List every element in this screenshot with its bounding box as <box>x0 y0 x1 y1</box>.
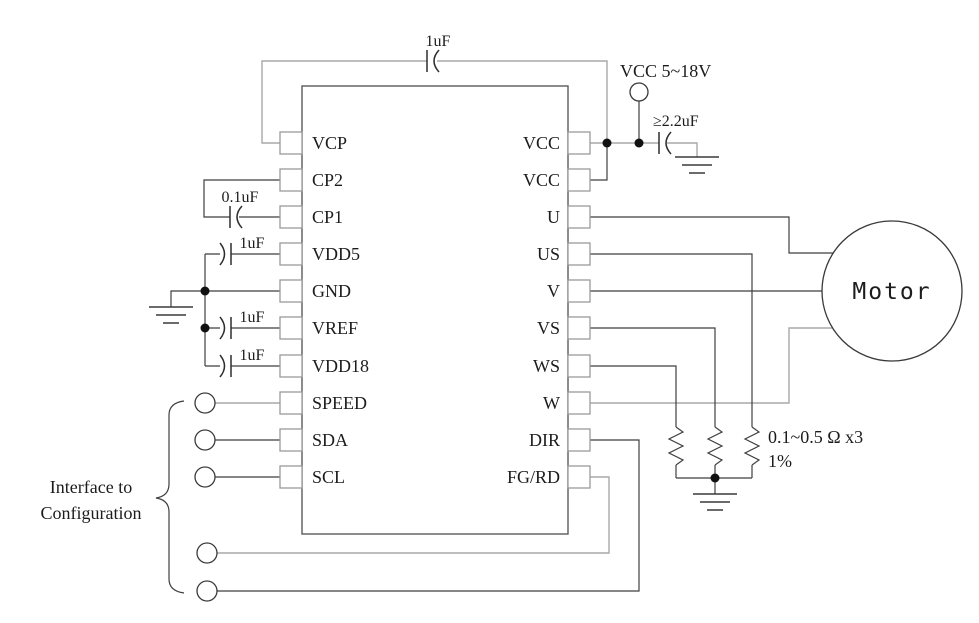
wire-vcp-bootstrap-loop <box>261 60 608 144</box>
capacitor-vdd18-1uf <box>219 354 232 378</box>
pin-gnd-label: GND <box>312 281 351 301</box>
pin-v-box <box>567 279 591 303</box>
wire-gnd <box>170 290 280 307</box>
pin-fgrd-label: FG/RD <box>507 467 560 487</box>
junction-dot-vref <box>200 323 210 333</box>
pin-vcc2-box <box>567 168 591 192</box>
ic-body <box>301 85 569 535</box>
wire-cp2-cp1-loop <box>203 179 280 218</box>
capacitor-top-1uf <box>426 49 440 73</box>
pin-scl-label: SCL <box>312 467 345 487</box>
pin-cp2-box <box>279 168 303 192</box>
motor-label: Motor <box>852 279 931 305</box>
interface-brace <box>155 400 185 594</box>
supply-voltage-label: VCC 5~18V <box>620 61 711 81</box>
wire-vs-sense <box>590 327 716 427</box>
wire-sense-bus <box>675 465 753 494</box>
ground-symbol-left <box>149 306 193 324</box>
pin-cp1-label: CP1 <box>312 207 343 227</box>
right-pin-boxes <box>567 131 591 489</box>
resistor-us <box>743 426 761 466</box>
pin-vcc1-box <box>567 131 591 155</box>
capacitor-vref-1uf <box>219 316 232 340</box>
pin-scl-box <box>279 465 303 489</box>
pin-cp2-label: CP2 <box>312 170 343 190</box>
pin-u-box <box>567 205 591 229</box>
pin-us-box <box>567 242 591 266</box>
motor-circle <box>821 220 963 362</box>
pin-w-box <box>567 391 591 415</box>
pin-v-label: V <box>547 281 560 301</box>
resistor-ws <box>667 426 685 466</box>
junction-dot-sense <box>710 473 720 483</box>
pin-speed-label: SPEED <box>312 393 367 413</box>
pin-gnd-box <box>279 279 303 303</box>
pin-speed-box <box>279 391 303 415</box>
wire-w-phase <box>590 327 834 404</box>
pin-ws-label: WS <box>533 356 560 376</box>
ground-symbol-sense <box>693 493 737 511</box>
pin-vcp-box <box>279 131 303 155</box>
cp-capacitor-label: 0.1uF <box>222 189 259 206</box>
interface-label-line2: Configuration <box>41 503 142 523</box>
pin-vdd18-label: VDD18 <box>312 356 369 376</box>
pin-fgrd-box <box>567 465 591 489</box>
pin-vref-label: VREF <box>312 318 358 338</box>
vdd18-capacitor-label: 1uF <box>240 347 265 364</box>
capacitor-vdd5-1uf <box>219 242 232 266</box>
pin-vdd5-box <box>279 242 303 266</box>
pin-us-label: US <box>537 244 560 264</box>
junction-dot-gnd <box>200 286 210 296</box>
supply-capacitor-label: ≥2.2uF <box>653 113 699 130</box>
pin-vref-box <box>279 316 303 340</box>
capacitor-supply-2u2 <box>658 131 672 155</box>
sense-resistor-label: 0.1~0.5 Ω x3 <box>768 427 863 447</box>
pin-u-label: U <box>547 207 560 227</box>
resistor-vs <box>706 426 724 466</box>
pin-vcc2-label: VCC <box>523 170 560 190</box>
pin-cp1-box <box>279 205 303 229</box>
vdd5-capacitor-label: 1uF <box>240 235 265 252</box>
pin-vcp-label: VCP <box>312 133 347 153</box>
pin-vs-label: VS <box>537 318 560 338</box>
wire-u-phase <box>590 216 834 254</box>
top-capacitor-label: 1uF <box>426 33 451 50</box>
right-pin-labels: VCC VCC U US V VS WS W DIR FG/RD <box>507 133 560 487</box>
terminal-sda <box>194 429 216 451</box>
sense-tolerance-label: 1% <box>768 451 792 471</box>
wire-us-sense <box>590 253 753 427</box>
terminal-scl <box>194 466 216 488</box>
pin-dir-label: DIR <box>529 430 560 450</box>
left-pin-boxes <box>279 131 303 489</box>
junction-dot-vcc-right <box>634 138 644 148</box>
terminal-dir <box>196 580 218 602</box>
terminal-speed <box>194 392 216 414</box>
wire-dir <box>217 439 640 592</box>
pin-vdd5-label: VDD5 <box>312 244 360 264</box>
pin-sda-label: SDA <box>312 430 348 450</box>
wire-vcc-row <box>590 142 698 157</box>
interface-label-line1: Interface to <box>50 477 132 497</box>
pin-vs-box <box>567 316 591 340</box>
pin-ws-box <box>567 354 591 378</box>
wire-fgrd <box>217 476 610 554</box>
capacitor-cp-0u1 <box>229 205 243 229</box>
junction-dot-vcc-left <box>602 138 612 148</box>
pin-vcc1-label: VCC <box>523 133 560 153</box>
pin-sda-box <box>279 428 303 452</box>
wire-ws-sense <box>590 365 677 427</box>
left-pin-labels: VCP CP2 CP1 VDD5 GND VREF VDD18 SPEED SD… <box>312 133 369 487</box>
terminal-vcc-supply <box>629 82 649 102</box>
wire-vcc2-branch <box>590 144 608 181</box>
pin-w-label: W <box>543 393 560 413</box>
vref-capacitor-label: 1uF <box>240 309 265 326</box>
terminal-fgrd <box>196 542 218 564</box>
pin-dir-box <box>567 428 591 452</box>
pin-vdd18-box <box>279 354 303 378</box>
ground-symbol-supply <box>675 156 719 174</box>
